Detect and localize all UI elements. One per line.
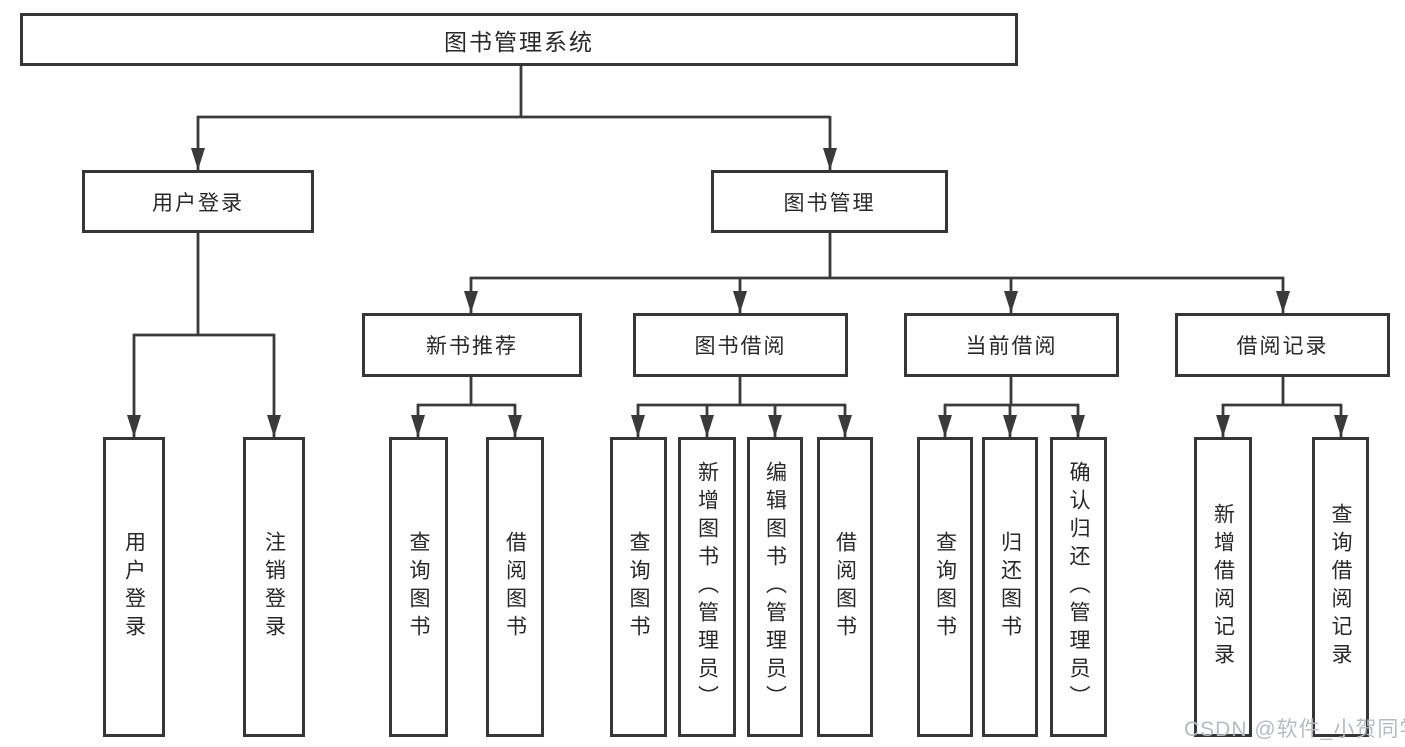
node-label: 当前借阅 xyxy=(965,335,1058,358)
leaf-logout: 注销登录 xyxy=(243,437,305,737)
leaf-label: 查询图书 xyxy=(627,531,651,643)
leaf-user-login: 用户登录 xyxy=(103,437,165,737)
leaf-label: 新增图书（管理员） xyxy=(695,461,719,713)
leaf-records-add-record: 新增借阅记录 xyxy=(1194,437,1252,737)
leaf-label: 用户登录 xyxy=(122,531,146,643)
node-label: 借阅记录 xyxy=(1236,335,1329,358)
leaf-label: 确认归还（管理员） xyxy=(1067,461,1091,713)
leaf-label: 查询图书 xyxy=(407,531,431,643)
leaf-borrowing-add-books-admin: 新增图书（管理员） xyxy=(678,437,736,737)
leaf-newbook-borrow-books: 借阅图书 xyxy=(486,437,544,737)
node-label: 图书管理系统 xyxy=(444,28,594,55)
leaf-label: 借阅图书 xyxy=(833,531,857,643)
node-new-book-recommend: 新书推荐 xyxy=(362,313,582,377)
node-label: 用户登录 xyxy=(152,191,244,215)
node-current-borrowing: 当前借阅 xyxy=(904,313,1119,377)
node-label: 图书借阅 xyxy=(694,335,787,358)
node-book-management: 图书管理 xyxy=(711,170,948,233)
leaf-current-return-books: 归还图书 xyxy=(982,437,1038,737)
leaf-label: 查询借阅记录 xyxy=(1329,503,1353,671)
leaf-label: 借阅图书 xyxy=(503,531,527,643)
node-label: 新书推荐 xyxy=(426,335,518,358)
node-borrow-records: 借阅记录 xyxy=(1175,313,1390,377)
node-book-borrowing: 图书借阅 xyxy=(633,313,848,377)
leaf-label: 归还图书 xyxy=(998,531,1022,643)
node-library-management-system: 图书管理系统 xyxy=(20,13,1018,66)
leaf-current-confirm-return-admin: 确认归还（管理员） xyxy=(1050,437,1107,737)
leaf-label: 注销登录 xyxy=(262,531,286,643)
leaf-borrowing-edit-books-admin: 编辑图书（管理员） xyxy=(747,437,803,737)
leaf-label: 编辑图书（管理员） xyxy=(763,461,787,713)
leaf-borrowing-query-books: 查询图书 xyxy=(610,437,667,737)
csdn-watermark: CSDN @软件_小贺同学 xyxy=(1184,718,1405,741)
leaf-borrowing-borrow-books: 借阅图书 xyxy=(817,437,873,737)
leaf-records-query-record: 查询借阅记录 xyxy=(1312,437,1369,737)
leaf-label: 新增借阅记录 xyxy=(1211,503,1235,671)
node-label: 图书管理 xyxy=(783,191,876,215)
leaf-label: 查询图书 xyxy=(933,531,957,643)
leaf-newbook-query-books: 查询图书 xyxy=(389,437,448,737)
leaf-current-query-books: 查询图书 xyxy=(917,437,973,737)
node-user-login-branch: 用户登录 xyxy=(82,170,314,233)
